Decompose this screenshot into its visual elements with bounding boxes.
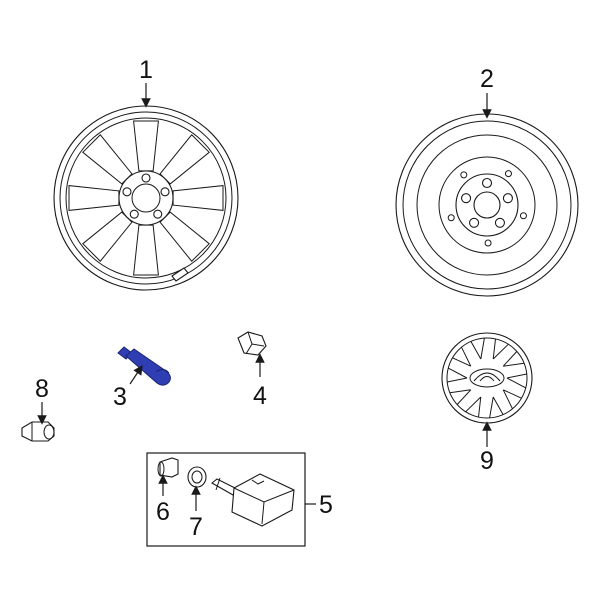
tpms-sensor[interactable] <box>211 473 295 527</box>
center-cap[interactable] <box>441 332 533 424</box>
tpms-kit-box <box>146 452 306 547</box>
leader-lines <box>37 83 492 511</box>
callout-6: 6 <box>156 498 170 526</box>
lug-nut[interactable] <box>237 331 267 356</box>
callout-7: 7 <box>189 513 203 541</box>
valve-cap[interactable] <box>157 457 179 478</box>
callout-1: 1 <box>139 56 153 84</box>
callout-3: 3 <box>113 383 127 411</box>
callout-8: 8 <box>35 375 49 403</box>
wheel-lock[interactable] <box>21 421 55 442</box>
valve-stem[interactable] <box>117 346 171 386</box>
callout-9: 9 <box>480 447 494 475</box>
spare-wheel[interactable] <box>395 113 579 297</box>
alloy-wheel[interactable] <box>53 105 239 291</box>
callout-2: 2 <box>480 65 494 93</box>
callout-4: 4 <box>253 382 267 410</box>
callout-5: 5 <box>319 491 333 519</box>
seal-grommet[interactable] <box>187 466 207 488</box>
